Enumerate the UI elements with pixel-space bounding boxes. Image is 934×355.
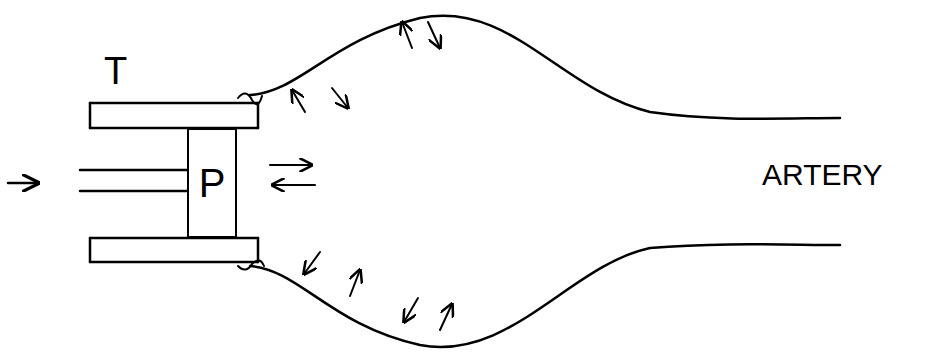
push-arrow bbox=[8, 182, 38, 185]
artery-label: ARTERY bbox=[762, 160, 883, 190]
ligature-tie bbox=[238, 93, 262, 104]
artery-wall bbox=[250, 16, 840, 119]
ligature-tie bbox=[238, 260, 264, 269]
artery-wall bbox=[250, 244, 840, 347]
tube-label: T bbox=[104, 52, 127, 90]
piston-rod bbox=[80, 170, 187, 191]
wall-motion-arrow bbox=[292, 22, 452, 330]
piston-letter: P bbox=[199, 163, 226, 203]
oscillation-arrow bbox=[270, 165, 315, 185]
tube-wall bbox=[90, 103, 258, 262]
piston-box: P bbox=[187, 128, 237, 238]
